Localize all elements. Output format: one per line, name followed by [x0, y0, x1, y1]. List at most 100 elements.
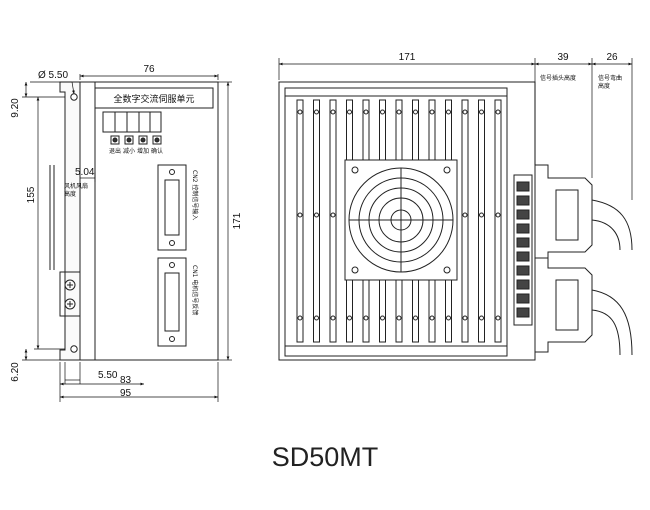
terminal-screw — [516, 307, 530, 318]
side-dimensions — [278, 58, 633, 200]
dim-width-83: 83 — [120, 375, 132, 386]
fan-note-line1: 风机风扇 — [64, 182, 88, 190]
fin-rivet — [462, 109, 468, 115]
dim-plug-depth: 39 — [557, 52, 569, 63]
fin-rivet — [479, 315, 484, 321]
ground-screw-bottom — [64, 298, 76, 310]
dim-hole-diameter: Ø 5.50 — [38, 70, 68, 81]
front-view — [49, 81, 219, 361]
panel-title: 全数字交流伺服单元 — [113, 93, 194, 105]
terminal-screw — [516, 279, 530, 290]
key-increase — [138, 135, 148, 145]
fin-rivet — [479, 109, 484, 115]
fin-rivet — [330, 109, 336, 115]
fin-rivet — [396, 315, 402, 321]
fin-rivet — [413, 315, 418, 321]
fin-rivet — [462, 212, 468, 218]
heatsink-fin — [494, 99, 502, 343]
fin-rivet — [429, 109, 435, 115]
fin-rivet — [495, 212, 501, 218]
note-cable-bend-line1: 信号弯曲 — [598, 74, 622, 82]
note-cable-bend-line2: 高度 — [598, 82, 610, 90]
terminal-screw — [516, 251, 530, 262]
terminal-screw — [516, 293, 530, 304]
dim-mid-height: 155 — [26, 186, 37, 203]
fin-rivet — [396, 109, 402, 115]
cn2-label: CN2 控制信号输入 — [191, 170, 199, 220]
fin-rivet — [347, 315, 352, 321]
fin-rivet — [446, 109, 451, 115]
key-label-decrease: 减小 — [123, 147, 135, 155]
key-label-exit: 退出 — [109, 147, 121, 155]
terminal-screws — [516, 181, 530, 318]
fin-rivet — [380, 109, 385, 115]
cn1-connector — [157, 257, 187, 347]
upper-plug — [534, 164, 593, 261]
dim-width-95: 95 — [120, 388, 132, 399]
key-exit — [110, 135, 120, 145]
fin-rivet — [297, 315, 303, 321]
fin-rivet — [495, 315, 501, 321]
fin-rivet — [314, 315, 319, 321]
heatsink-fin — [461, 99, 469, 343]
fin-rivet — [363, 109, 369, 115]
note-plug-height: 信号插头高度 — [540, 74, 576, 82]
heatsink-fins — [296, 99, 502, 343]
front-dimensions — [22, 74, 232, 402]
bottom-mount-hole — [70, 345, 78, 353]
fin-rivet — [314, 109, 319, 115]
terminal-block — [513, 174, 533, 326]
fin-rivet — [297, 109, 303, 115]
side-view — [278, 81, 633, 361]
key-decrease — [124, 135, 134, 145]
led-display — [102, 111, 162, 133]
dim-side-width: 171 — [399, 52, 416, 63]
terminal-screw — [516, 237, 530, 248]
cn2-connector — [157, 164, 187, 251]
key-confirm — [152, 135, 162, 145]
lower-cable — [591, 289, 633, 356]
fin-rivet — [380, 315, 385, 321]
dim-height-171: 171 — [232, 212, 243, 229]
terminal-screw — [516, 195, 530, 206]
fin-rivet — [479, 212, 484, 218]
heatsink-fin — [329, 99, 337, 343]
upper-cable — [591, 199, 633, 251]
heatsink-fin — [313, 99, 320, 343]
drive-body — [79, 81, 219, 361]
fan-note-line2: 高度 — [64, 190, 76, 198]
heatsink-fin — [478, 99, 485, 343]
fin-rivet — [363, 315, 369, 321]
top-mount-hole — [70, 93, 78, 101]
fin-rivet — [495, 109, 501, 115]
key-label-increase: 增加 — [137, 147, 149, 155]
heatsink-fin — [296, 99, 304, 343]
fin-rivet — [429, 315, 435, 321]
fin-rivet — [314, 212, 319, 218]
dim-bottom-offset: 6.20 — [10, 362, 21, 382]
cn1-label: CN1 电机信号反馈 — [191, 265, 199, 315]
fin-rivet — [446, 315, 451, 321]
fin-rivet — [413, 109, 418, 115]
dim-cable-bend: 26 — [606, 52, 618, 63]
terminal-screw — [516, 209, 530, 220]
dim-fan-offset: 5.04 — [75, 167, 95, 178]
key-label-confirm: 确认 — [151, 147, 163, 155]
ground-screw-top — [64, 279, 76, 291]
mounting-bracket — [59, 81, 81, 361]
control-panel — [94, 87, 214, 109]
fin-rivet — [297, 212, 303, 218]
terminal-screw — [516, 223, 530, 234]
model-name: SD50MT — [272, 442, 379, 472]
dim-width-76: 76 — [143, 64, 155, 75]
terminal-screw — [516, 265, 530, 276]
fin-rivet — [330, 212, 336, 218]
terminal-screw — [516, 181, 530, 192]
ground-terminal — [59, 271, 81, 317]
lower-plug — [534, 257, 593, 353]
fin-rivet — [330, 315, 336, 321]
fin-rivet — [347, 109, 352, 115]
dim-top-offset: 9.20 — [10, 98, 21, 118]
fin-rivet — [462, 315, 468, 321]
